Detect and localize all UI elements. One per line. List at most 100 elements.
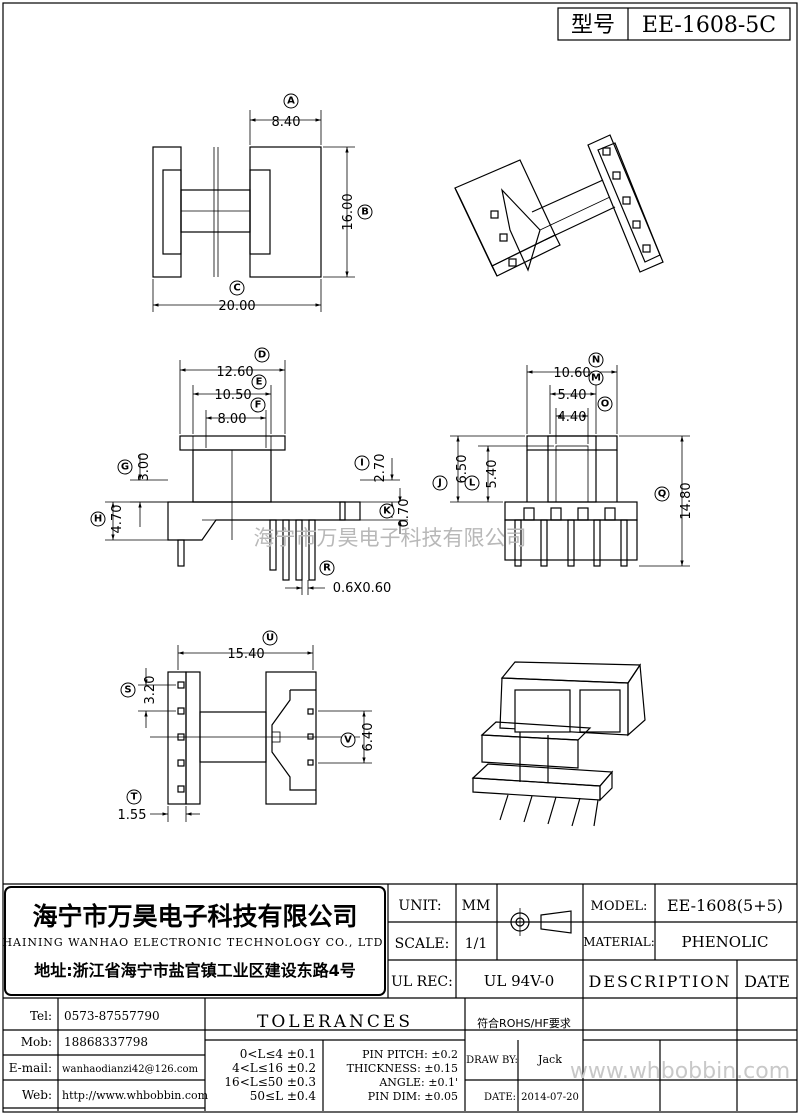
svg-text:U: U	[266, 633, 274, 644]
ulrec-label: UL REC:	[391, 974, 453, 990]
description-header: DESCRIPTION	[589, 972, 732, 991]
svg-text:J: J	[437, 478, 442, 489]
tolerance-angle: ANGLE: ±0.1'	[378, 1076, 458, 1089]
dim-l-badge: L	[464, 475, 480, 491]
draw-by-label: DRAW BY:	[466, 1055, 518, 1066]
dim-u-badge: U	[262, 630, 278, 646]
dim-e-value: 10.50	[214, 388, 251, 403]
svg-text:K: K	[383, 506, 392, 517]
dim-q-value: 14.80	[679, 482, 694, 519]
dim-i-badge: I	[354, 455, 370, 471]
date-header: DATE	[744, 972, 790, 991]
dim-i-value: 2.70	[373, 454, 388, 483]
web-label: Web:	[22, 1088, 52, 1102]
dim-v-badge: V	[340, 732, 356, 748]
draw-by-value: Jack	[537, 1053, 562, 1066]
scale-value: 1/1	[465, 936, 488, 952]
dim-k-badge: K	[379, 503, 395, 519]
dim-e-badge: E	[251, 374, 267, 390]
date-value: 2014-07-20	[521, 1092, 579, 1103]
svg-text:G: G	[121, 462, 129, 473]
watermark-text: 海宁市万昊电子科技有限公司	[254, 526, 527, 550]
dim-m-value: 5.40	[558, 388, 587, 403]
bottom-view: 15.40 U 3.20 S 6.40 V 1.55 T	[118, 630, 376, 823]
svg-text:R: R	[323, 563, 331, 574]
rohs-compliance: 符合ROHS/HF要求	[477, 1016, 571, 1030]
model-code: EE-1608-5C	[642, 13, 776, 38]
tel-label: Tel:	[30, 1009, 52, 1023]
dim-m-badge: M	[588, 370, 604, 386]
svg-text:D: D	[258, 350, 266, 361]
dim-b-badge: B	[357, 204, 373, 220]
svg-text:I: I	[360, 458, 364, 469]
dim-j-value: 6.50	[455, 455, 470, 484]
dim-n-badge: N	[588, 352, 604, 368]
company-name-en: HAINING WANHAO ELECTRONIC TECHNOLOGY CO.…	[2, 936, 387, 949]
dim-h-badge: H	[90, 511, 106, 527]
dim-o-value: 4.40	[558, 410, 587, 425]
dim-u-value: 15.40	[227, 647, 264, 662]
dim-l-value: 5.40	[485, 460, 500, 489]
svg-text:T: T	[131, 792, 138, 803]
svg-text:S: S	[124, 685, 131, 696]
tolerance-range-1: 0<L≤4 ±0.1	[240, 1047, 316, 1061]
tolerance-range-4: 50≤L ±0.4	[250, 1089, 317, 1103]
svg-text:E: E	[256, 377, 263, 388]
dim-c-badge: C	[229, 280, 245, 296]
svg-text:M: M	[591, 373, 601, 384]
svg-text:L: L	[469, 478, 476, 489]
email-label: E-mail:	[9, 1061, 52, 1075]
dim-o-badge: O	[597, 396, 613, 412]
dim-j-badge: J	[432, 475, 448, 491]
scale-label: SCALE:	[395, 936, 450, 952]
svg-text:V: V	[344, 735, 352, 746]
svg-text:A: A	[287, 96, 295, 107]
dim-b-value: 16.00	[341, 193, 356, 230]
material-value: PHENOLIC	[682, 933, 769, 951]
dim-r-badge: R	[319, 560, 335, 576]
unit-value: MM	[462, 898, 491, 914]
title-block: 海宁市万昊电子科技有限公司 HAINING WANHAO ELECTRONIC …	[2, 883, 797, 1111]
tolerance-pin-pitch: PIN PITCH: ±0.2	[362, 1048, 458, 1061]
date-label: DATE:	[484, 1092, 516, 1103]
model-field-value: EE-1608(5+5)	[667, 896, 783, 915]
dim-s-badge: S	[120, 682, 136, 698]
dim-c-value: 20.00	[218, 299, 255, 314]
mob-value: 18868337798	[64, 1035, 148, 1049]
dim-t-value: 1.55	[118, 808, 147, 823]
ulrec-value: UL 94V-0	[484, 972, 555, 990]
model-field-label: MODEL:	[591, 899, 648, 914]
iso-view-top	[454, 134, 664, 277]
unit-label: UNIT:	[398, 898, 441, 914]
title-box: 型号 EE-1608-5C	[557, 7, 791, 41]
svg-text:F: F	[255, 400, 262, 411]
projection-symbol-icon	[505, 908, 572, 936]
svg-text:H: H	[94, 514, 102, 525]
company-name-cn: 海宁市万昊电子科技有限公司	[32, 902, 357, 931]
dim-g-badge: G	[117, 459, 133, 475]
dim-d-value: 12.60	[216, 365, 253, 380]
dim-h-value: 4.70	[110, 505, 125, 534]
top-view: 8.40 A 16.00 B 20.00 C	[152, 93, 373, 314]
dim-q-badge: Q	[654, 486, 670, 502]
tolerance-thickness: THICKNESS: ±0.15	[347, 1062, 458, 1075]
svg-text:B: B	[361, 207, 369, 218]
tolerance-pin-dim: PIN DIM: ±0.05	[368, 1090, 458, 1103]
material-label: MATERIAL:	[583, 935, 655, 949]
dim-t-badge: T	[126, 789, 142, 805]
dim-f-badge: F	[250, 397, 266, 413]
dim-a-value: 8.40	[272, 115, 301, 130]
svg-text:N: N	[592, 355, 600, 366]
dim-g-value: 3.00	[137, 453, 152, 482]
dim-d-badge: D	[254, 347, 270, 363]
mob-label: Mob:	[21, 1035, 52, 1049]
email-value: wanhaodianzi42@126.com	[62, 1064, 198, 1075]
tolerance-range-2: 4<L≤16 ±0.2	[232, 1061, 316, 1075]
front-view: 10.60 N 5.40 M 4.40 O 6.50 J 5.40 L 14.8…	[432, 352, 694, 567]
dim-n-value: 10.60	[553, 366, 590, 381]
dim-r-value: 0.6X0.60	[333, 581, 392, 596]
dim-v-value: 6.40	[361, 723, 376, 752]
model-label: 型号	[571, 13, 615, 38]
